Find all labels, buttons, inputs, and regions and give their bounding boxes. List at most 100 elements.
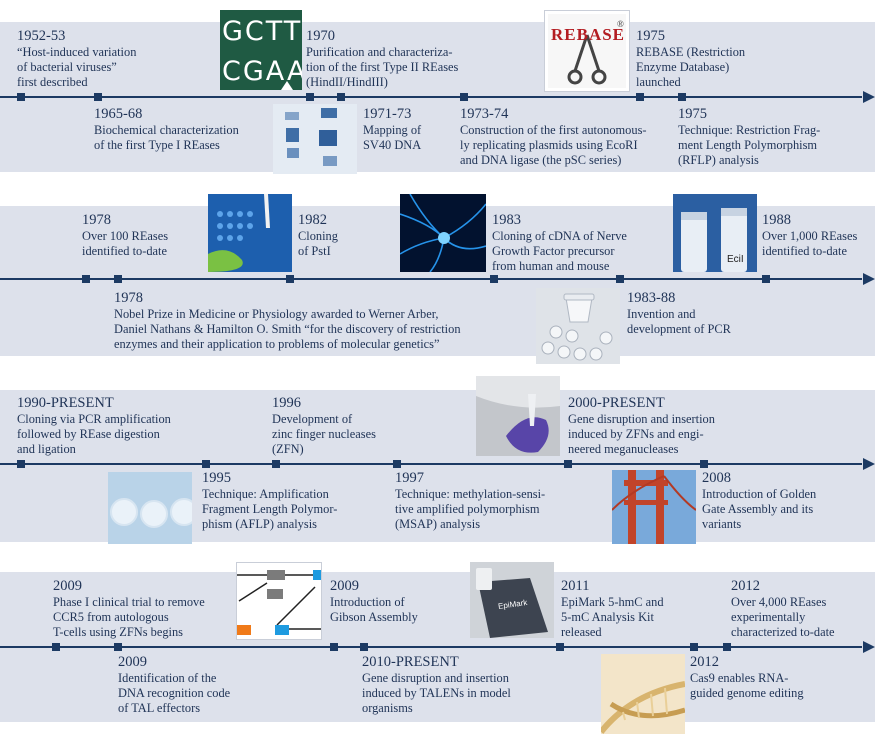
gloved-hand-image: [476, 376, 560, 456]
event-1996: 1996 Development of zinc finger nuclease…: [272, 395, 412, 457]
dna-gel-image: [273, 104, 357, 174]
timeline-marker: [94, 93, 102, 101]
epimark-kit-image: EpiMark: [470, 562, 554, 638]
timeline-marker: [490, 275, 498, 283]
timeline-axis-4: [0, 646, 862, 648]
microplate-image: [108, 472, 192, 544]
axis-arrow-icon: [863, 273, 875, 285]
event-description: Phase I clinical trial to remove CCR5 fr…: [53, 595, 205, 639]
dna-sequence-image: GCTT CGAA: [220, 10, 302, 90]
event-2009-gibson: 2009 Introduction of Gibson Assembly: [330, 578, 450, 625]
timeline-marker: [556, 643, 564, 651]
sample-tubes-image: EciI: [673, 194, 757, 272]
event-1965-68: 1965-68 Biochemical characterization of …: [94, 106, 294, 153]
registered-mark: ®: [617, 19, 624, 29]
rebase-logo: REBASE ®: [544, 10, 630, 92]
event-1970: 1970 Purification and characteriza- tion…: [306, 28, 516, 90]
timeline-marker: [616, 275, 624, 283]
event-year: 2011: [561, 578, 590, 594]
event-1995: 1995 Technique: Amplification Fragment L…: [202, 470, 382, 532]
event-description: Over 100 REases identified to-date: [82, 229, 169, 258]
event-year: 1978: [114, 290, 143, 306]
timeline-marker: [286, 275, 294, 283]
event-description: “Host-induced variation of bacterial vir…: [17, 45, 137, 89]
event-year: 1971-73: [363, 106, 412, 122]
event-year: 1983: [492, 212, 521, 228]
event-description: Over 1,000 REases identified to-date: [762, 229, 858, 258]
timeline-marker: [114, 275, 122, 283]
neuron-image: [400, 194, 486, 272]
axis-arrow-icon: [863, 641, 875, 653]
timeline-marker: [17, 460, 25, 468]
timeline-marker: [700, 460, 708, 468]
rebase-logo-text: REBASE: [551, 25, 626, 44]
pcr-tubes-image: [536, 288, 620, 364]
event-description: Introduction of Golden Gate Assembly and…: [702, 487, 817, 531]
event-description: Cloning via PCR amplification followed b…: [17, 412, 171, 456]
gibson-assembly-diagram: [236, 562, 322, 640]
event-description: Identification of the DNA recognition co…: [118, 671, 231, 715]
timeline-marker: [272, 460, 280, 468]
pipette-plate-image: [208, 194, 292, 272]
event-2012-cas9: 2012 Cas9 enables RNA- guided genome edi…: [690, 654, 850, 701]
timeline-marker: [393, 460, 401, 468]
event-description: Over 4,000 REases experimentally charact…: [731, 595, 835, 639]
timeline-marker: [306, 93, 314, 101]
timeline-marker: [330, 643, 338, 651]
sequence-top-text: GCTT: [222, 16, 302, 47]
timeline-marker: [360, 643, 368, 651]
timeline-marker: [723, 643, 731, 651]
event-year: 1983-88: [627, 290, 676, 306]
event-1973-74: 1973-74 Construction of the first autono…: [460, 106, 680, 168]
event-1978-100: 1978 Over 100 REases identified to-date: [82, 212, 207, 259]
event-1971-73: 1971-73 Mapping of SV40 DNA: [363, 106, 453, 153]
timeline-marker: [202, 460, 210, 468]
event-1988: 1988 Over 1,000 REases identified to-dat…: [762, 212, 872, 259]
event-year: 1970: [306, 28, 335, 44]
event-description: Technique: Amplification Fragment Length…: [202, 487, 338, 531]
event-2009-tal: 2009 Identification of the DNA recogniti…: [118, 654, 278, 716]
timeline-axis-3: [0, 463, 862, 465]
event-description: Mapping of SV40 DNA: [363, 123, 422, 152]
event-1983: 1983 Cloning of cDNA of Nerve Growth Fac…: [492, 212, 672, 274]
event-year: 1978: [82, 212, 111, 228]
tube-label: EciI: [727, 254, 744, 265]
event-2012-rease: 2012 Over 4,000 REases experimentally ch…: [731, 578, 871, 640]
event-year: 1990-PRESENT: [17, 395, 114, 411]
event-description: Introduction of Gibson Assembly: [330, 595, 418, 624]
event-year: 1975: [678, 106, 707, 122]
axis-arrow-icon: [863, 91, 875, 103]
event-2000-present: 2000-PRESENT Gene disruption and inserti…: [568, 395, 758, 457]
event-description: Gene disruption and insertion induced by…: [362, 671, 511, 715]
timeline-axis-2: [0, 278, 862, 280]
timeline-marker: [564, 460, 572, 468]
axis-arrow-icon: [863, 458, 875, 470]
event-description: EpiMark 5-hmC and 5-mC Analysis Kit rele…: [561, 595, 664, 639]
event-year: 1988: [762, 212, 791, 228]
event-1983-88: 1983-88 Invention and development of PCR: [627, 290, 747, 337]
event-description: Technique: Restriction Frag- ment Length…: [678, 123, 821, 167]
event-1975-rflp: 1975 Technique: Restriction Frag- ment L…: [678, 106, 868, 168]
event-1978-nobel: 1978 Nobel Prize in Medicine or Physiolo…: [114, 290, 514, 352]
timeline-marker: [460, 93, 468, 101]
event-1952-53: 1952-53 “Host-induced variation of bacte…: [17, 28, 217, 90]
timeline-marker: [762, 275, 770, 283]
event-2008: 2008 Introduction of Golden Gate Assembl…: [702, 470, 867, 532]
event-year: 1995: [202, 470, 231, 486]
event-year: 2012: [690, 654, 719, 670]
timeline-marker: [636, 93, 644, 101]
event-1975-rebase: 1975 REBASE (Restriction Enzyme Database…: [636, 28, 816, 90]
timeline-axis-1: [0, 96, 862, 98]
event-year: 1996: [272, 395, 301, 411]
dna-helix-image: [601, 654, 685, 734]
event-description: REBASE (Restriction Enzyme Database) lau…: [636, 45, 746, 89]
golden-gate-image: [612, 470, 696, 544]
event-description: Construction of the first autonomous- ly…: [460, 123, 647, 167]
event-year: 2009: [118, 654, 147, 670]
event-1997: 1997 Technique: methylation-sensi- tive …: [395, 470, 595, 532]
event-year: 2012: [731, 578, 760, 594]
event-description: Cloning of PstI: [298, 229, 338, 258]
event-description: Gene disruption and insertion induced by…: [568, 412, 715, 456]
timeline-marker: [82, 275, 90, 283]
